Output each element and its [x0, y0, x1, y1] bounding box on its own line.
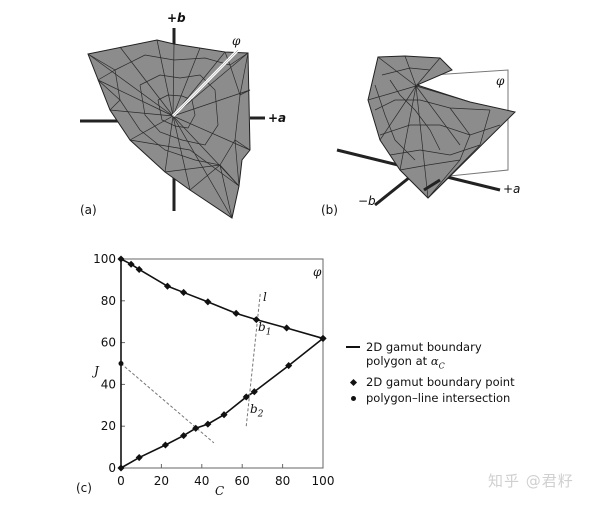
- series-3: [120, 363, 215, 444]
- axis-plus-a-label: +a: [268, 111, 287, 125]
- point-start: [118, 361, 124, 366]
- panel-b: φ −b +a (b): [320, 40, 530, 230]
- boundary-point-marker: [285, 362, 293, 370]
- legend-item-intersection: polygon–line intersection: [340, 391, 515, 405]
- boundary-point-marker: [319, 334, 327, 342]
- axis-plus-a-label: +a: [503, 182, 521, 196]
- x-axis-label: C: [215, 484, 225, 498]
- panel-a: +b +a φ (a): [70, 0, 310, 230]
- legend-item-polygon: 2D gamut boundary polygon at αC: [340, 340, 515, 373]
- series-1: [120, 337, 324, 469]
- axis-minus-b-label: −b: [358, 194, 376, 208]
- x-tick-label: 80: [275, 474, 290, 488]
- boundary-point-marker: [135, 265, 143, 273]
- dot-symbol-icon: [340, 391, 366, 405]
- x-tick-label: 60: [235, 474, 250, 488]
- plot-frame: [120, 258, 324, 469]
- point-b1: [253, 317, 259, 323]
- x-tick-label: 40: [194, 474, 209, 488]
- boundary-point-marker: [204, 298, 212, 306]
- y-tick-label: 20: [101, 419, 116, 433]
- gamut-mesh-3d-side-view: [336, 55, 517, 207]
- panel-a-label: (a): [80, 203, 97, 217]
- x-tick-label: 0: [117, 474, 125, 488]
- series-4: [245, 292, 261, 427]
- boundary-point-marker: [135, 454, 143, 462]
- diamond-symbol-icon: [340, 375, 366, 389]
- point-intersection: [193, 425, 199, 431]
- chart-hue-label: φ: [313, 265, 322, 279]
- x-tick-label: 100: [312, 474, 335, 488]
- point-b2: [243, 394, 249, 400]
- line-symbol-icon: [340, 340, 366, 354]
- legend-item-boundary-point: 2D gamut boundary point: [340, 375, 515, 389]
- hue-plane-label: φ: [496, 74, 505, 88]
- line-l-label: l: [263, 290, 267, 304]
- boundary-point-marker: [232, 309, 240, 317]
- chart-legend: 2D gamut boundary polygon at αC 2D gamut…: [340, 340, 515, 405]
- y-tick-label: 80: [101, 294, 116, 308]
- boundary-point-marker: [250, 388, 258, 396]
- axis-plus-b-label: +b: [167, 11, 186, 25]
- panel-c-label: (c): [76, 481, 92, 495]
- point-b2-label: b2: [250, 402, 264, 420]
- boundary-point-marker: [180, 288, 188, 296]
- watermark: 知乎 @君籽: [488, 472, 574, 490]
- y-tick-label: 60: [101, 336, 116, 350]
- panel-b-label: (b): [321, 203, 338, 217]
- gamut-mesh-3d-top-view: [80, 28, 265, 219]
- boundary-point-marker: [204, 420, 212, 428]
- boundary-point-marker: [220, 411, 228, 419]
- x-tick-label: 20: [154, 474, 169, 488]
- boundary-point-marker: [127, 260, 135, 268]
- y-axis-label: J: [94, 364, 99, 378]
- point-b1-label: b1: [258, 320, 272, 338]
- y-tick-label: 40: [101, 377, 116, 391]
- boundary-point-marker: [180, 432, 188, 440]
- y-tick-label: 100: [93, 252, 116, 266]
- boundary-point-marker: [163, 282, 171, 290]
- y-tick-label: 0: [108, 461, 116, 475]
- boundary-point-marker: [283, 324, 291, 332]
- hue-angle-label: φ: [232, 34, 241, 48]
- series-0: [120, 258, 324, 340]
- boundary-point-marker: [161, 441, 169, 449]
